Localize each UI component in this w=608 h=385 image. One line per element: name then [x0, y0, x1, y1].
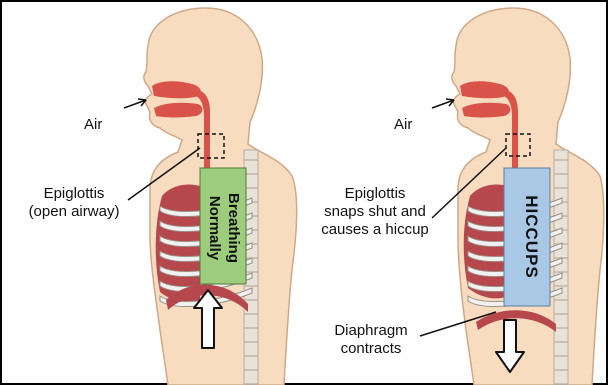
right-epiglottis-line-2: snaps shut and [300, 203, 450, 221]
right-spine [554, 150, 568, 385]
right-air-label: Air [394, 116, 412, 134]
right-epiglottis-line-3: causes a hiccup [300, 221, 450, 239]
left-air-text: Air [84, 116, 102, 134]
left-epiglottis-label: Epiglottis (open airway) [14, 185, 134, 221]
right-air-text: Air [394, 116, 412, 134]
right-diaphragm-line-2: contracts [316, 340, 426, 358]
left-state-line-2: Normally [205, 170, 224, 286]
left-state-line-1: Breathing [224, 170, 243, 286]
right-diaphragm-line-1: Diaphragm [316, 322, 426, 340]
left-air-label: Air [84, 116, 102, 134]
left-state-label: Breathing Normally [203, 170, 243, 286]
right-epiglottis-label: Epiglottis snaps shut and causes a hiccu… [300, 185, 450, 239]
left-epiglottis-line-1: Epiglottis [14, 185, 134, 203]
right-state-label: HICCUPS [520, 172, 542, 302]
right-diaphragm-label: Diaphragm contracts [316, 322, 426, 358]
right-epiglottis-line-1: Epiglottis [300, 185, 450, 203]
left-epiglottis-line-2: (open airway) [14, 203, 134, 221]
